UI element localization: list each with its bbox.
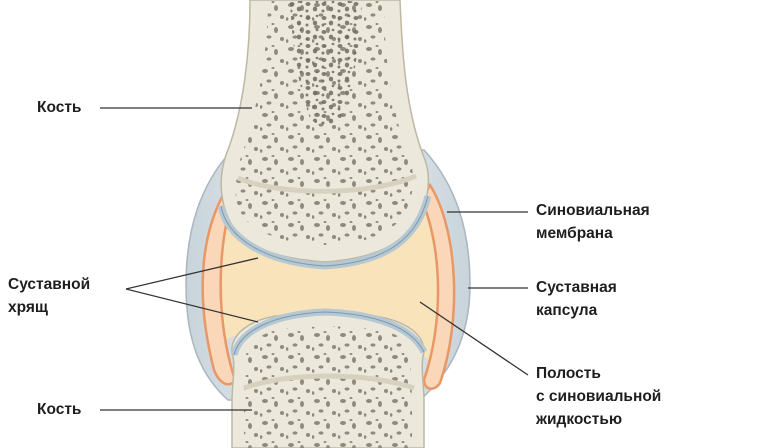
label-capsule: Суставная капсула	[536, 276, 617, 322]
label-capsule-line1: Суставная	[536, 276, 617, 299]
label-cartilage: Суставной хрящ	[8, 273, 90, 319]
label-synovial-membrane-line2: мембрана	[536, 222, 650, 245]
bone-lower-spongy	[244, 327, 412, 448]
label-synovial-membrane-line1: Синовиальная	[536, 199, 650, 222]
label-cavity-line1: Полость	[536, 362, 661, 385]
label-cavity-line3: жидкостью	[536, 408, 661, 431]
label-cavity: Полость с синовиальной жидкостью	[536, 362, 661, 431]
label-synovial-membrane: Синовиальная мембрана	[536, 199, 650, 245]
label-capsule-line2: капсула	[536, 299, 617, 322]
label-cartilage-line1: Суставной	[8, 273, 90, 296]
label-cavity-line2: с синовиальной	[536, 385, 661, 408]
label-bone-bottom: Кость	[37, 398, 81, 421]
label-bone-top: Кость	[37, 96, 81, 119]
label-cartilage-line2: хрящ	[8, 296, 90, 319]
